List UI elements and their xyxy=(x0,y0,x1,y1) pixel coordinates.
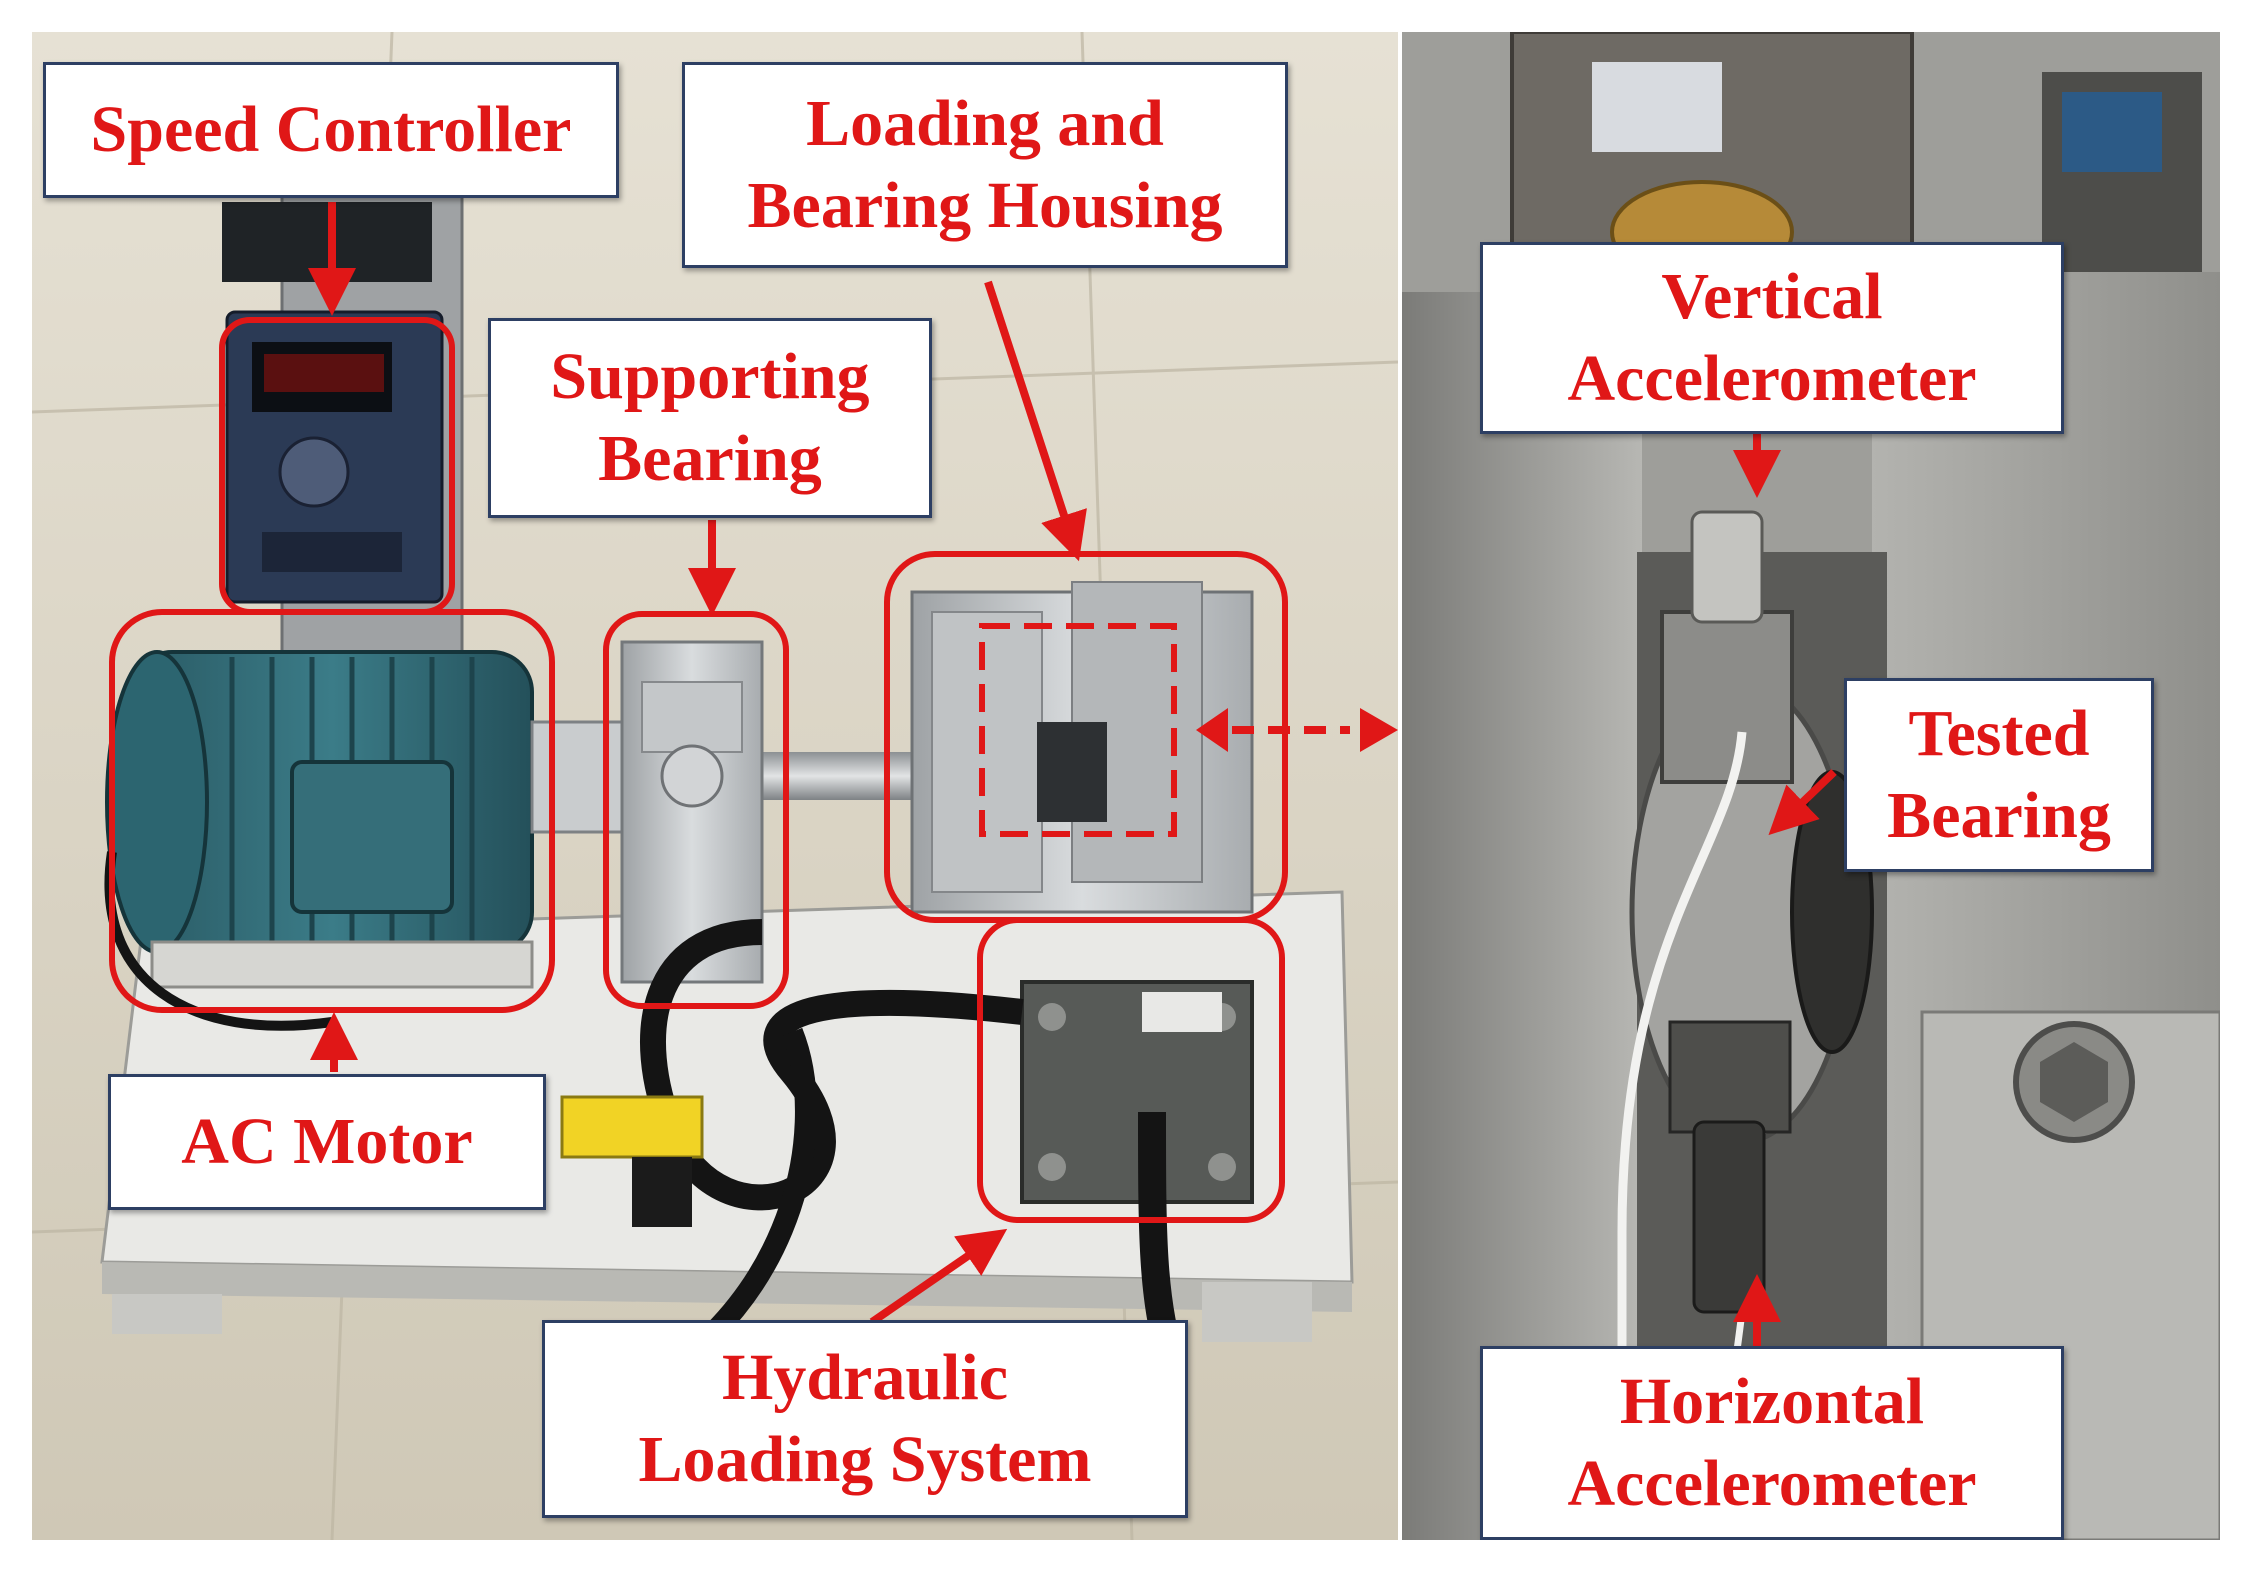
arrow-hydraulic xyxy=(869,1228,1008,1326)
controller-dial xyxy=(278,436,350,508)
controller-top xyxy=(222,202,432,282)
ac-motor-box xyxy=(109,609,555,1013)
label-tested-bearing: Tested Bearing xyxy=(1844,678,2154,872)
tested-bearing-seat xyxy=(1037,722,1107,822)
controller-digits xyxy=(264,354,384,392)
motor-end-cap xyxy=(105,650,209,954)
motor-mount xyxy=(150,940,534,989)
label-supporting-bearing: Supporting Bearing xyxy=(488,318,932,518)
tested-bearing-dashed-box xyxy=(979,623,1177,837)
hydraulic-box xyxy=(977,917,1285,1223)
label-ac-motor: AC Motor xyxy=(108,1074,546,1210)
horizontal-accelerometer xyxy=(1692,1120,1766,1314)
sensor-cable xyxy=(1617,731,1747,1540)
label-speed-controller: Speed Controller xyxy=(43,62,619,198)
hand-pump xyxy=(560,1095,704,1159)
dotted-link-arrow xyxy=(1196,708,1398,752)
controller-keypad xyxy=(262,532,402,572)
arrow-loading-housing xyxy=(984,280,1087,562)
vertical-accelerometer xyxy=(1690,510,1764,624)
annotation-arrows xyxy=(308,202,1087,1326)
hose-connector xyxy=(2062,92,2162,172)
motor-terminal-box xyxy=(290,760,454,914)
test-rig-photo-panel: Speed Controller Loading and Bearing Hou… xyxy=(32,32,1398,1540)
tested-bearing-closeup-panel: Vertical Accelerometer Tested Bearing Ho… xyxy=(1402,32,2220,1540)
label-hydraulic-loading-system: Hydraulic Loading System xyxy=(542,1320,1188,1518)
label-horizontal-accelerometer: Horizontal Accelerometer xyxy=(1480,1346,2064,1540)
vertical-accelerometer-mount xyxy=(1660,610,1794,784)
label-loading-housing: Loading and Bearing Housing xyxy=(682,62,1288,268)
base-foot xyxy=(1202,1282,1312,1342)
base-plate-edge xyxy=(102,1262,1352,1312)
test-rig-photo xyxy=(32,32,1398,1540)
arrow-tested-bearing xyxy=(1768,769,1837,836)
left-steel-block xyxy=(1402,292,1642,1540)
label-vertical-accelerometer: Vertical Accelerometer xyxy=(1480,242,2064,434)
horizontal-accelerometer-mount xyxy=(1668,1020,1792,1134)
base-foot xyxy=(112,1294,222,1334)
